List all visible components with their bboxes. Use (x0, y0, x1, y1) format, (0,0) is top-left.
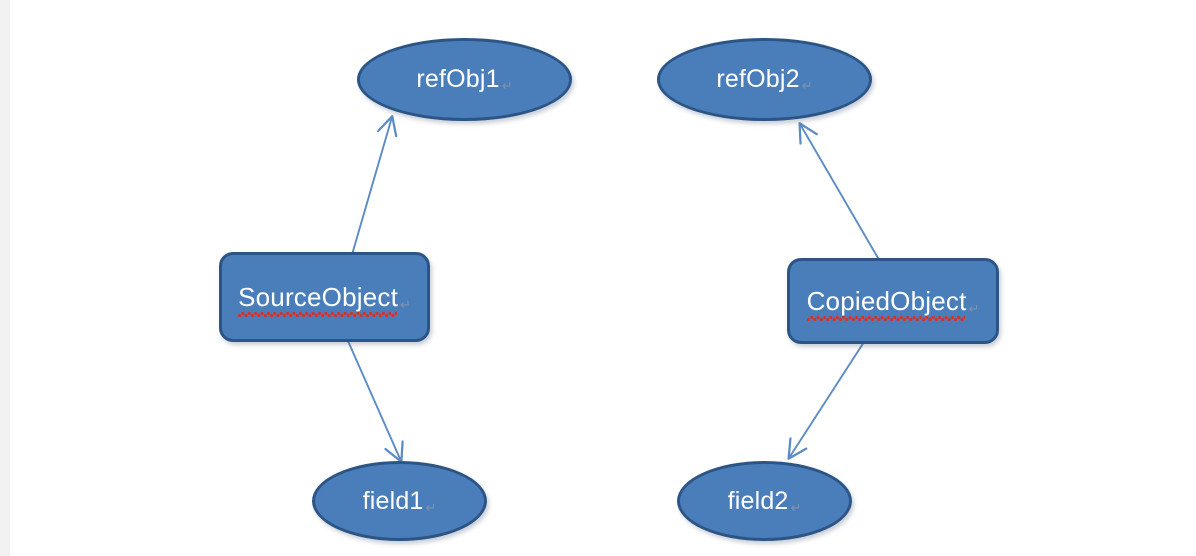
node-field1-label-wrap: field1↵ (362, 486, 437, 515)
edge-source-to-refobj1 (348, 117, 392, 266)
node-copiedobject[interactable]: CopiedObject↵ (787, 258, 999, 344)
node-field2-label-wrap: field2↵ (727, 486, 802, 515)
node-refobj1-label: refObj1 (416, 65, 500, 93)
node-refobj1-label-wrap: refObj1↵ (416, 65, 513, 93)
paragraph-mark-icon: ↵ (801, 78, 813, 93)
edge-source-to-field1 (347, 340, 401, 461)
node-field1[interactable]: field1↵ (312, 461, 487, 541)
spellcheck-underline (238, 312, 397, 317)
node-field2[interactable]: field2↵ (677, 461, 852, 541)
node-copiedobject-label-wrap: CopiedObject↵ (806, 286, 980, 321)
node-refobj2-label: refObj2 (716, 65, 800, 93)
node-refobj2-label-wrap: refObj2↵ (716, 65, 813, 93)
node-refobj1[interactable]: refObj1↵ (357, 38, 572, 121)
spellcheck-underline (806, 316, 966, 321)
paragraph-mark-icon: ↵ (968, 301, 980, 316)
node-field1-label: field1 (362, 486, 424, 515)
node-copiedobject-label: CopiedObject (806, 286, 967, 316)
edge-copied-to-field2 (789, 341, 865, 458)
paragraph-mark-icon: ↵ (790, 499, 802, 515)
page-left-gutter (0, 0, 10, 556)
paragraph-mark-icon: ↵ (425, 499, 437, 515)
paragraph-mark-icon: ↵ (501, 78, 513, 93)
node-sourceobject[interactable]: SourceObject↵ (219, 252, 430, 342)
node-sourceobject-label: SourceObject (238, 282, 399, 312)
edge-copied-to-refobj2 (800, 124, 879, 259)
paragraph-mark-icon: ↵ (400, 297, 411, 312)
node-sourceobject-label-wrap: SourceObject↵ (238, 282, 411, 317)
node-refobj2[interactable]: refObj2↵ (657, 38, 872, 121)
node-field2-label: field2 (727, 486, 789, 515)
